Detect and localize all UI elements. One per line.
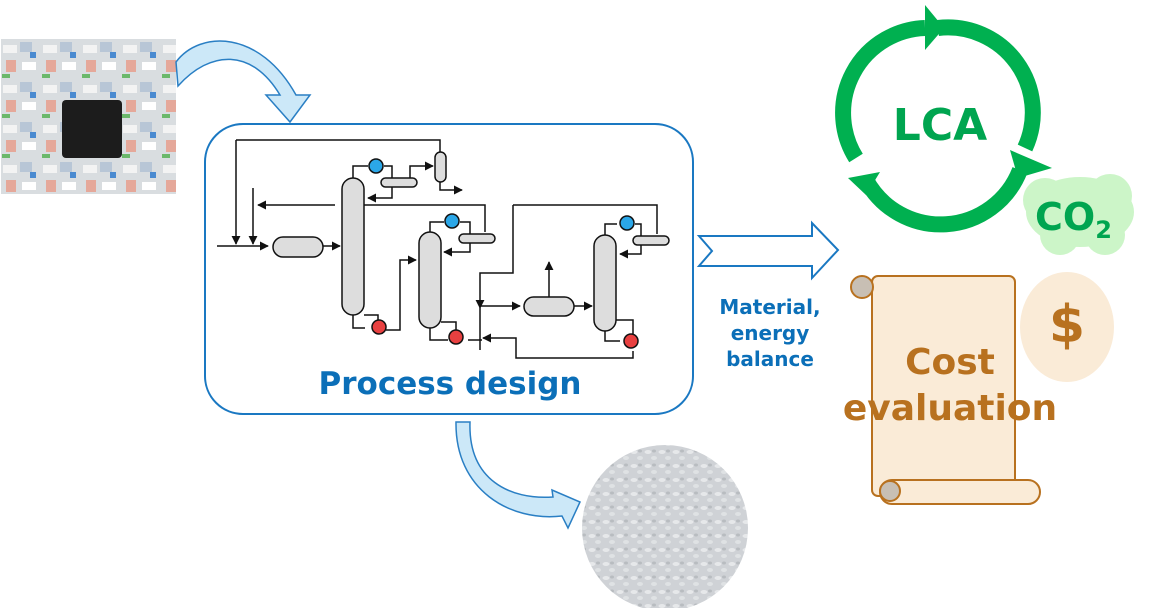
dollar-symbol: $ (1048, 295, 1086, 355)
cost-label-line1: Cost (905, 342, 995, 383)
recycled-pellets-image (582, 445, 748, 608)
curved-arrow-to-pellets (455, 421, 582, 530)
process-design-title: Process design (318, 366, 582, 402)
balance-label-line2: energy (730, 321, 810, 345)
lca-cycle-arrowheads (848, 5, 1052, 195)
balance-label: Material, energy balance (700, 294, 840, 372)
co2-main: CO (1035, 195, 1096, 239)
reactor-1 (272, 236, 324, 258)
column-1 (341, 177, 365, 316)
column-3 (593, 234, 617, 332)
dollar-coin-icon (1020, 272, 1114, 382)
co2-cloud-icon (1023, 174, 1134, 255)
process-flowsheet (217, 139, 670, 359)
balance-label-line3: balance (726, 347, 814, 371)
balance-label-line1: Material, (719, 295, 821, 319)
curved-arrow-to-process (175, 40, 312, 124)
co2-label: CO2 (1035, 195, 1112, 244)
cost-evaluation-label: Cost evaluation (840, 340, 1060, 432)
waste-dark-item (62, 100, 122, 158)
co2-subscript: 2 (1095, 216, 1112, 244)
hollow-arrow-to-evaluation (696, 220, 840, 281)
process-design-box (204, 123, 694, 415)
cost-scroll-icon (850, 275, 1041, 505)
column-2 (418, 231, 442, 329)
cost-label-line2: evaluation (842, 388, 1058, 429)
reactor-2 (523, 296, 575, 317)
lca-cycle-icon (835, 19, 1041, 233)
lca-label: LCA (892, 100, 988, 151)
